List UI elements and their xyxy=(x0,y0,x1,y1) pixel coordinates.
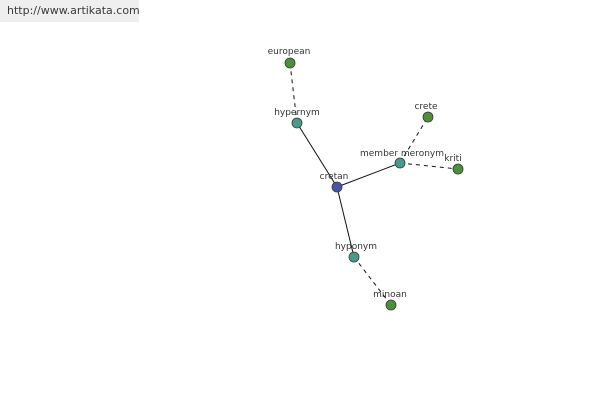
node-minoan[interactable]: minoan xyxy=(373,290,407,311)
source-url-link[interactable]: http://www.artikata.com xyxy=(0,0,140,22)
node-label-european: european xyxy=(268,47,311,57)
node-cretan[interactable]: cretan xyxy=(320,172,349,193)
edge-hypernym-european xyxy=(289,62,298,124)
node-european[interactable]: european xyxy=(268,47,311,69)
edge-member_meronym-kriti xyxy=(399,162,459,170)
nodes-layer: cretan hypernym european member meronym cret… xyxy=(268,47,464,311)
node-label-member_meronym: member meronym xyxy=(360,149,444,159)
node-dot-hyponym[interactable] xyxy=(348,251,360,263)
node-label-hyponym: hyponym xyxy=(335,242,377,252)
node-dot-cretan[interactable] xyxy=(331,181,343,193)
edge-cretan-member_meronym xyxy=(336,162,401,188)
node-hyponym[interactable]: hyponym xyxy=(335,242,377,263)
node-label-crete: crete xyxy=(414,102,438,112)
edges-layer xyxy=(289,62,459,306)
node-hypernym[interactable]: hypernym xyxy=(274,108,320,129)
node-label-kriti: kriti xyxy=(444,154,461,164)
node-dot-kriti[interactable] xyxy=(452,163,464,175)
node-kriti[interactable]: kriti xyxy=(444,154,464,175)
node-label-hypernym: hypernym xyxy=(274,108,320,118)
edge-cretan-hypernym xyxy=(296,122,338,188)
node-dot-minoan[interactable] xyxy=(385,299,397,311)
node-label-cretan: cretan xyxy=(320,172,349,182)
node-crete[interactable]: crete xyxy=(414,102,438,123)
edge-hyponym-minoan xyxy=(353,256,392,306)
edge-member_meronym-crete xyxy=(399,116,429,164)
node-dot-member_meronym[interactable] xyxy=(394,157,406,169)
edge-cretan-hyponym xyxy=(336,186,355,258)
node-label-minoan: minoan xyxy=(373,290,407,300)
node-member_meronym[interactable]: member meronym xyxy=(360,149,444,169)
node-dot-european[interactable] xyxy=(284,57,296,69)
node-dot-hypernym[interactable] xyxy=(291,117,303,129)
node-dot-crete[interactable] xyxy=(422,111,434,123)
